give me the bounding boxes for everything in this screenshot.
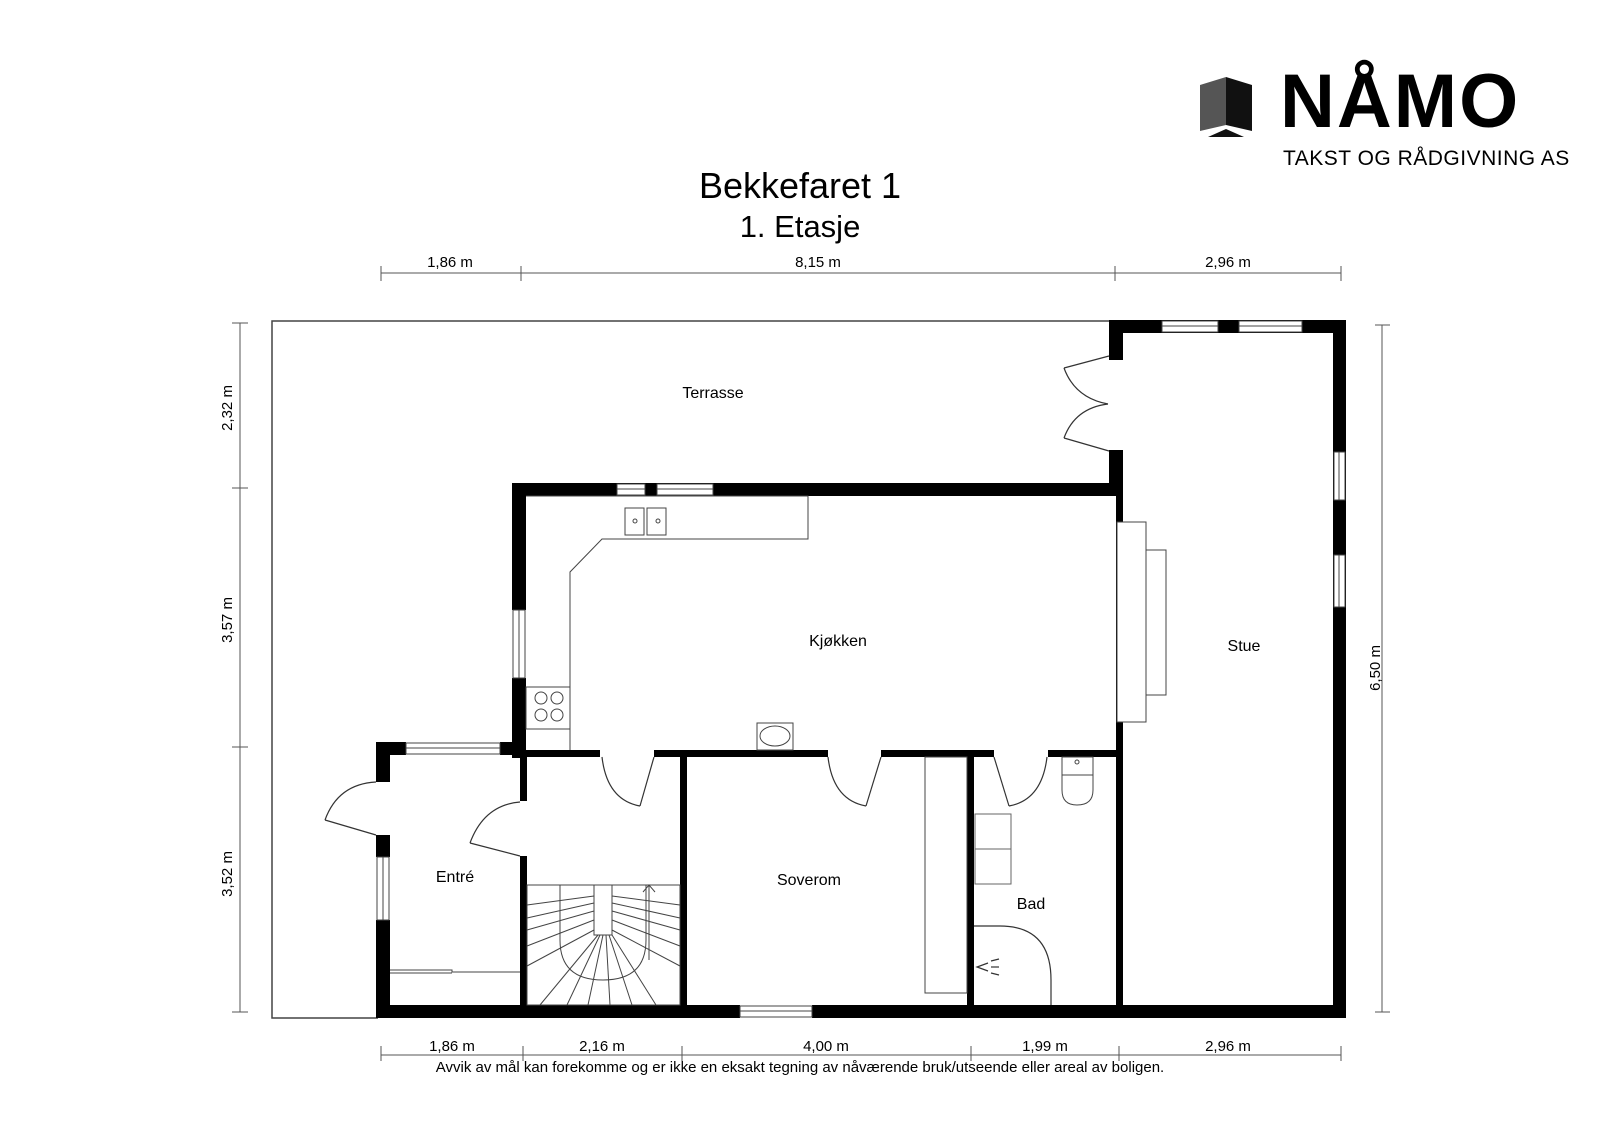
bathroom-sink-icon [974, 813, 1012, 885]
plan-title: Bekkefaret 1 [0, 168, 1600, 204]
dimension-lines [232, 266, 1390, 1061]
plan-title-text: Bekkefaret 1 [698, 165, 902, 206]
sink-icon [624, 507, 667, 536]
logo-wordmark: NÅMO [1280, 59, 1521, 144]
entre-closet [390, 969, 520, 974]
dim-bottom-3: 4,00 m [803, 1038, 849, 1055]
dim-left-1: 2,32 m [219, 385, 236, 431]
windows [376, 320, 1346, 1018]
house-cube-icon [1200, 75, 1255, 137]
floor-label-text: 1. Etasje [739, 209, 861, 244]
dim-top-2: 8,15 m [795, 254, 841, 271]
door-terrace-upper [1063, 355, 1110, 369]
dim-bottom-4: 1,99 m [1022, 1038, 1068, 1055]
dim-bottom-1: 1,86 m [429, 1038, 475, 1055]
kitchen-counter [525, 495, 809, 750]
floor-label: 1. Etasje [0, 211, 1600, 242]
disclaimer-text: Avvik av mål kan forekomme og er ikke en… [435, 1059, 1165, 1076]
stove-icon [534, 691, 564, 722]
wardrobe [924, 756, 968, 994]
toilet-icon [1061, 756, 1094, 806]
dim-right-1: 6,50 m [1367, 645, 1384, 691]
room-label-kjokken: Kjøkken [809, 633, 867, 650]
doors [324, 355, 1110, 857]
dim-top-1: 1,86 m [427, 254, 473, 271]
door-terrace-lower [1063, 437, 1110, 452]
dim-left-3: 3,52 m [219, 851, 236, 897]
dim-top-3: 2,96 m [1205, 254, 1251, 271]
room-label-terrasse: Terrasse [682, 385, 743, 402]
fireplace [1116, 521, 1167, 723]
staircase [526, 884, 681, 1006]
dim-left-2: 3,57 m [219, 597, 236, 643]
room-label-stue: Stue [1228, 638, 1261, 655]
shower-icon [974, 925, 1052, 1005]
logo-tagline: TAKST OG RÅDGIVNING AS [1283, 147, 1570, 170]
dim-bottom-5: 2,96 m [1205, 1038, 1251, 1055]
terrace-outline [271, 320, 1110, 1019]
washing-machine-icon [756, 722, 794, 751]
room-label-soverom: Soverom [777, 872, 841, 889]
dim-bottom-2: 2,16 m [579, 1038, 625, 1055]
room-label-entre: Entré [436, 869, 474, 886]
room-label-bad: Bad [1017, 896, 1045, 913]
